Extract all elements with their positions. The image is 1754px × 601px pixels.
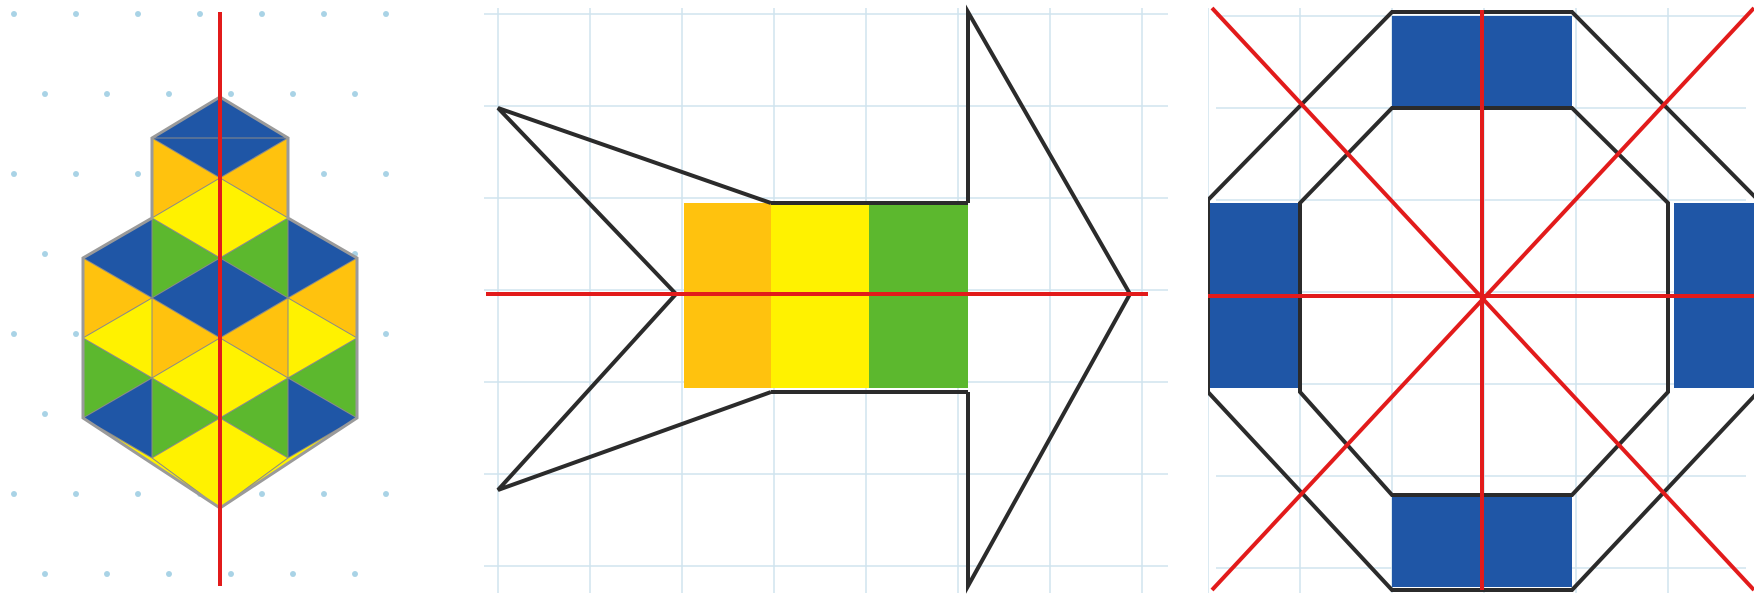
grid-dot xyxy=(11,171,17,177)
arrow-head xyxy=(966,4,1133,594)
grid-dot xyxy=(42,91,48,97)
grid-dot xyxy=(228,571,234,577)
octagon-figure-panel xyxy=(1208,0,1754,601)
grid-dot xyxy=(321,491,327,497)
arrow-tail-lower xyxy=(496,292,772,492)
grid-dot xyxy=(11,11,17,17)
arrow-figure xyxy=(484,4,1168,594)
grid-dot xyxy=(321,171,327,177)
grid-dot xyxy=(104,91,110,97)
grid-dot xyxy=(104,571,110,577)
octagon-figure xyxy=(1208,6,1754,593)
grid-dot xyxy=(73,11,79,17)
grid-dot xyxy=(42,411,48,417)
grid-dot xyxy=(259,491,265,497)
grid-dot xyxy=(383,11,389,17)
grid-dot xyxy=(42,251,48,257)
grid-dot xyxy=(352,91,358,97)
arrow-figure-panel xyxy=(476,0,1176,601)
grid-dot xyxy=(135,171,141,177)
arrow-tail-upper xyxy=(496,106,772,296)
hexagon-figure xyxy=(11,11,389,586)
grid-dot xyxy=(383,491,389,497)
grid-dot xyxy=(383,331,389,337)
grid-dot xyxy=(321,11,327,17)
grid-dot xyxy=(135,11,141,17)
grid-dot xyxy=(166,91,172,97)
hexagon-outline xyxy=(81,95,359,510)
symmetry-axis-diagonal-ascending xyxy=(1210,6,1754,592)
grid-dot xyxy=(290,571,296,577)
hexagon-figure-panel xyxy=(0,0,420,601)
grid-dot xyxy=(197,11,203,17)
grid-dot xyxy=(73,171,79,177)
grid-dot xyxy=(228,91,234,97)
grid-dot xyxy=(135,491,141,497)
octagon-outer-outline xyxy=(1208,10,1754,592)
grid-dot xyxy=(383,171,389,177)
grid-dot xyxy=(73,491,79,497)
octagon-inner-outline xyxy=(1298,106,1670,497)
grid-dot xyxy=(42,571,48,577)
grid-dot xyxy=(166,571,172,577)
grid-dot xyxy=(73,331,79,337)
grid-dot xyxy=(259,11,265,17)
grid-dot xyxy=(11,491,17,497)
grid-dot xyxy=(11,331,17,337)
grid-dot xyxy=(290,91,296,97)
grid-dot xyxy=(352,571,358,577)
